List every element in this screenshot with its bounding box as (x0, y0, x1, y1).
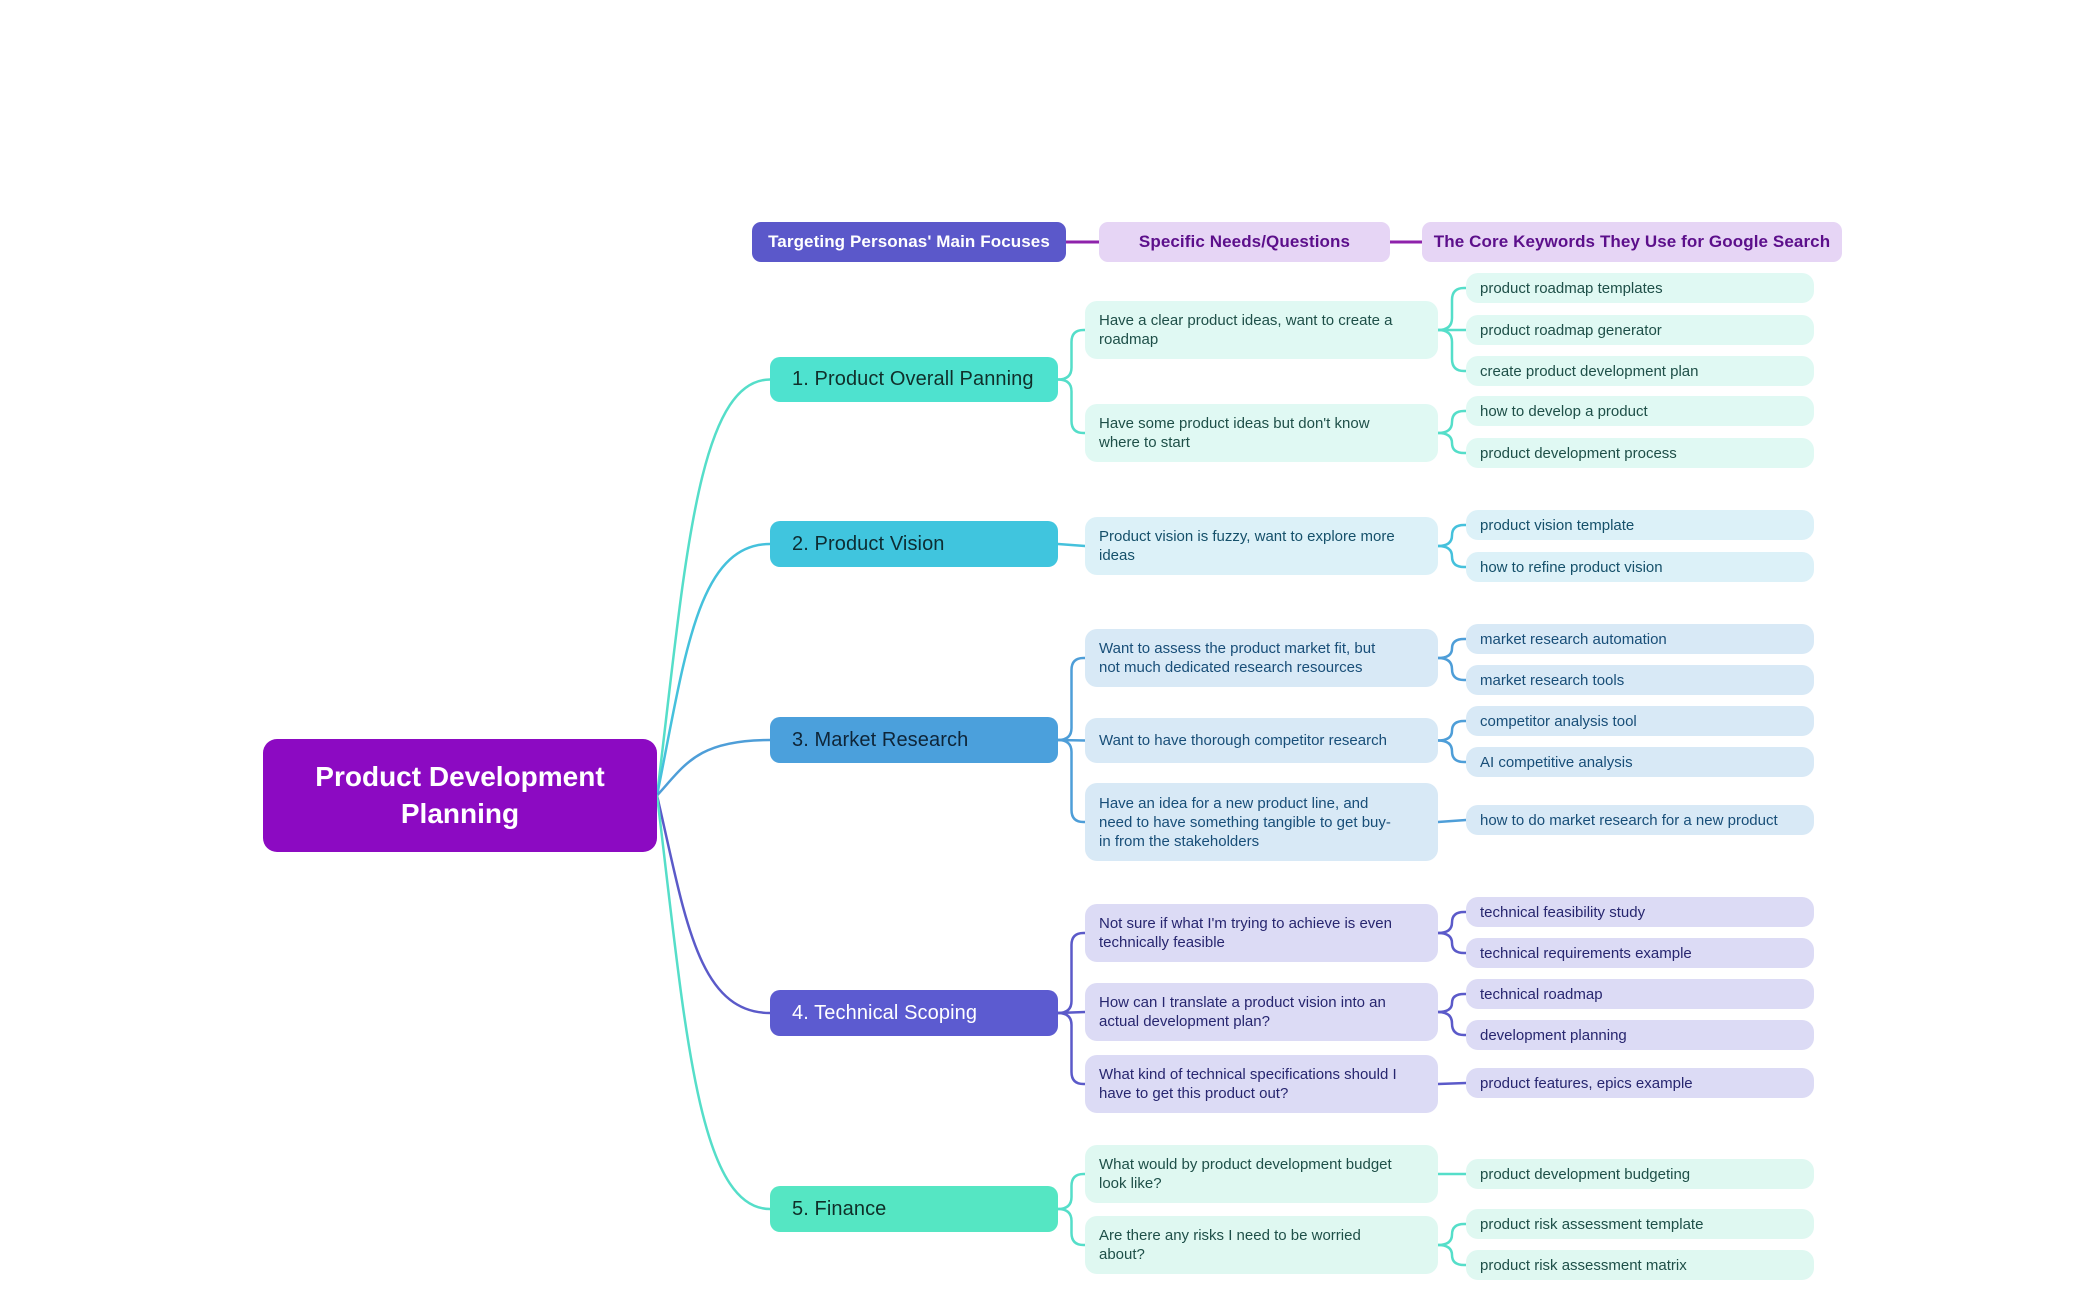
need-node[interactable]: Have a clear product ideas, want to crea… (1085, 301, 1438, 359)
keyword-node[interactable]: product risk assessment matrix (1466, 1250, 1814, 1280)
branch-node-market-research[interactable]: 3. Market Research (770, 717, 1058, 763)
branch-node-finance[interactable]: 5. Finance (770, 1186, 1058, 1232)
keyword-node[interactable]: market research tools (1466, 665, 1814, 695)
need-node[interactable]: Have some product ideas but don't know w… (1085, 404, 1438, 462)
header-node-core-keywords[interactable]: The Core Keywords They Use for Google Se… (1422, 222, 1842, 262)
need-node[interactable]: Want to assess the product market fit, b… (1085, 629, 1438, 687)
keyword-node[interactable]: market research automation (1466, 624, 1814, 654)
keyword-node[interactable]: product roadmap templates (1466, 273, 1814, 303)
keyword-node[interactable]: technical roadmap (1466, 979, 1814, 1009)
keyword-node[interactable]: product roadmap generator (1466, 315, 1814, 345)
keyword-node[interactable]: technical requirements example (1466, 938, 1814, 968)
keyword-node[interactable]: product risk assessment template (1466, 1209, 1814, 1239)
keyword-node[interactable]: AI competitive analysis (1466, 747, 1814, 777)
header-node-main-focuses[interactable]: Targeting Personas' Main Focuses (752, 222, 1066, 262)
root-node[interactable]: Product Development Planning (263, 739, 657, 852)
keyword-node[interactable]: create product development plan (1466, 356, 1814, 386)
header-node-specific-needs[interactable]: Specific Needs/Questions (1099, 222, 1390, 262)
branch-node-technical-scoping[interactable]: 4. Technical Scoping (770, 990, 1058, 1036)
keyword-node[interactable]: competitor analysis tool (1466, 706, 1814, 736)
need-node[interactable]: Not sure if what I'm trying to achieve i… (1085, 904, 1438, 962)
need-node[interactable]: Are there any risks I need to be worried… (1085, 1216, 1438, 1274)
need-node[interactable]: How can I translate a product vision int… (1085, 983, 1438, 1041)
need-node[interactable]: Have an idea for a new product line, and… (1085, 783, 1438, 861)
keyword-node[interactable]: technical feasibility study (1466, 897, 1814, 927)
need-node[interactable]: Product vision is fuzzy, want to explore… (1085, 517, 1438, 575)
keyword-node[interactable]: product vision template (1466, 510, 1814, 540)
keyword-node[interactable]: how to develop a product (1466, 396, 1814, 426)
need-node[interactable]: What would by product development budget… (1085, 1145, 1438, 1203)
keyword-node[interactable]: product development process (1466, 438, 1814, 468)
branch-node-product-overall-panning[interactable]: 1. Product Overall Panning (770, 357, 1058, 402)
need-node[interactable]: What kind of technical specifications sh… (1085, 1055, 1438, 1113)
branch-node-product-vision[interactable]: 2. Product Vision (770, 521, 1058, 567)
keyword-node[interactable]: product features, epics example (1466, 1068, 1814, 1098)
keyword-node[interactable]: development planning (1466, 1020, 1814, 1050)
keyword-node[interactable]: how to do market research for a new prod… (1466, 805, 1814, 835)
keyword-node[interactable]: product development budgeting (1466, 1159, 1814, 1189)
need-node[interactable]: Want to have thorough competitor researc… (1085, 718, 1438, 763)
keyword-node[interactable]: how to refine product vision (1466, 552, 1814, 582)
